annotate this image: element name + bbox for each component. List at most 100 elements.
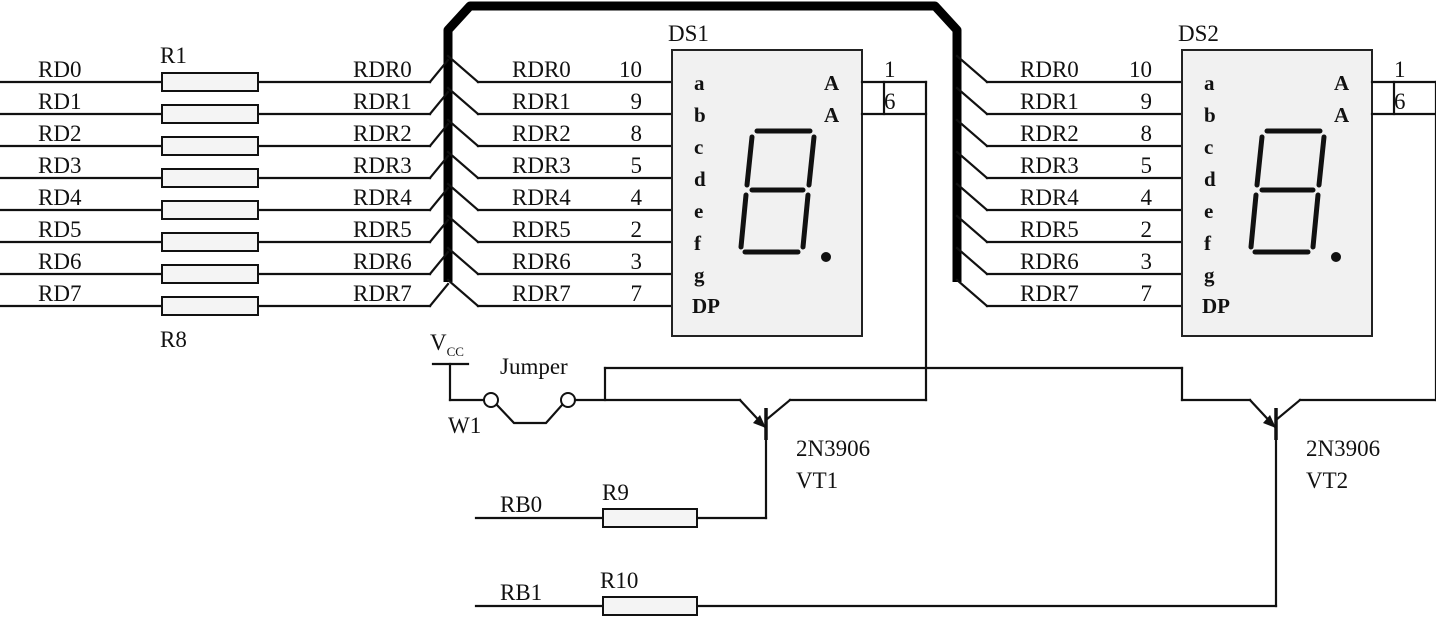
ds2-seg-label-c: c bbox=[1204, 135, 1213, 159]
display-ds1-body bbox=[671, 49, 863, 337]
ds2-pin-2: 8 bbox=[1141, 121, 1153, 146]
ds2-seg-label-a: a bbox=[1204, 71, 1215, 95]
resistor-r10 bbox=[602, 596, 698, 616]
ds1-anode-pin-1: 1 bbox=[884, 57, 896, 82]
jumper-label: Jumper bbox=[500, 354, 568, 379]
jumper-pin-1 bbox=[483, 392, 499, 408]
ds2-seg-label-f: f bbox=[1204, 231, 1212, 255]
ds2-pin-7: 7 bbox=[1141, 281, 1153, 306]
ds2-net-3: RDR3 bbox=[1020, 153, 1079, 178]
ds2-seg-label-dp: DP bbox=[1202, 294, 1230, 318]
ds2-seg-label-b: b bbox=[1204, 103, 1216, 127]
resistor-r4 bbox=[161, 168, 259, 188]
vt1-ref-label: VT1 bbox=[796, 468, 838, 493]
ds1-anode-label-2: A bbox=[824, 103, 840, 127]
resistor-r6 bbox=[161, 232, 259, 252]
net-label-rd0: RD0 bbox=[38, 57, 81, 82]
ds1-pin-7: 7 bbox=[631, 281, 643, 306]
vt1-part-number: 2N3906 bbox=[796, 436, 870, 461]
ds1-anode-label-1: A bbox=[824, 71, 840, 95]
ds2-net-7: RDR7 bbox=[1020, 281, 1079, 306]
bus-entry-label-3: RDR3 bbox=[353, 153, 412, 178]
ds2-anode-label-2: A bbox=[1334, 103, 1350, 127]
net-label-rb1: RB1 bbox=[500, 580, 542, 605]
vcc-label-sub: CC bbox=[447, 344, 464, 359]
ds2-net-1: RDR1 bbox=[1020, 89, 1079, 114]
ds1-pin-1: 9 bbox=[631, 89, 643, 114]
ds2-net-2: RDR2 bbox=[1020, 121, 1079, 146]
vt2-emitter-arrow bbox=[1263, 415, 1276, 428]
display-ds1: DS1 RDR0 RDR1 RDR2 RDR3 RDR4 RDR5 RDR6 R… bbox=[512, 21, 928, 402]
data-bus bbox=[428, 1, 1184, 308]
jumper-link bbox=[495, 403, 564, 425]
ds1-net-2: RDR2 bbox=[512, 121, 571, 146]
display-ds2-title: DS2 bbox=[1178, 21, 1219, 46]
ds1-pin-3: 5 bbox=[631, 153, 643, 178]
ds1-pin-4: 4 bbox=[631, 185, 643, 210]
display-ds1-title: DS1 bbox=[668, 21, 709, 46]
input-resistor-array: RD0 RD1 RD2 RD3 RD4 RD5 RD6 RD7 R1 R8 RD… bbox=[0, 43, 432, 352]
bus-entry-label-7: RDR7 bbox=[353, 281, 412, 306]
ds1-net-5: RDR5 bbox=[512, 217, 571, 242]
ds1-seg-label-c: c bbox=[694, 135, 703, 159]
ds1-seg-label-f: f bbox=[694, 231, 702, 255]
transistor-vt1: 2N3906 VT1 bbox=[695, 398, 928, 520]
net-label-rd7: RD7 bbox=[38, 281, 81, 306]
ds1-net-0: RDR0 bbox=[512, 57, 571, 82]
base-resistor-rb1: RB1 R10 bbox=[474, 568, 698, 616]
ds1-pin-0: 10 bbox=[619, 57, 642, 82]
ds1-net-1: RDR1 bbox=[512, 89, 571, 114]
bus-entry-label-0: RDR0 bbox=[353, 57, 412, 82]
ds2-pin-3: 5 bbox=[1141, 153, 1153, 178]
bus-entry-label-6: RDR6 bbox=[353, 249, 412, 274]
ds1-seg-label-a: a bbox=[694, 71, 705, 95]
ds1-seg-label-b: b bbox=[694, 103, 706, 127]
ds1-pin-6: 3 bbox=[631, 249, 643, 274]
net-label-rd5: RD5 bbox=[38, 217, 81, 242]
ds2-net-4: RDR4 bbox=[1020, 185, 1079, 210]
ds2-pin-5: 2 bbox=[1141, 217, 1153, 242]
ds2-net-6: RDR6 bbox=[1020, 249, 1079, 274]
ds2-anode-pin-1: 1 bbox=[1394, 57, 1406, 82]
ds2-seg-label-g: g bbox=[1204, 263, 1215, 287]
display-ds2-body bbox=[1181, 49, 1373, 337]
ds2-seg-label-d: d bbox=[1204, 167, 1216, 191]
ds2-seven-segment-digit bbox=[1248, 128, 1341, 262]
ds1-pin-5: 2 bbox=[631, 217, 643, 242]
ds1-pin-2: 8 bbox=[631, 121, 643, 146]
ds2-anode-label-1: A bbox=[1334, 71, 1350, 95]
resistor-r1 bbox=[161, 72, 259, 92]
resistor-r3 bbox=[161, 136, 259, 156]
net-label-rd3: RD3 bbox=[38, 153, 81, 178]
resistor-r7 bbox=[161, 264, 259, 284]
ds2-pin-4: 4 bbox=[1141, 185, 1153, 210]
ds1-anode-pin-6: 6 bbox=[884, 89, 896, 114]
ds2-seg-label-e: e bbox=[1204, 199, 1213, 223]
ds1-seven-segment-digit bbox=[738, 128, 831, 262]
ds2-pin-0: 10 bbox=[1129, 57, 1152, 82]
net-label-rd1: RD1 bbox=[38, 89, 81, 114]
ds2-pin-6: 3 bbox=[1141, 249, 1153, 274]
ds1-net-6: RDR6 bbox=[512, 249, 571, 274]
vt1-emitter-arrow bbox=[753, 415, 766, 428]
ds1-seg-label-g: g bbox=[694, 263, 705, 287]
bus-entry-label-1: RDR1 bbox=[353, 89, 412, 114]
resistor-r5 bbox=[161, 200, 259, 220]
ds2-anode-pin-6: 6 bbox=[1394, 89, 1406, 114]
vcc-label: VCC bbox=[430, 330, 464, 359]
ds1-net-4: RDR4 bbox=[512, 185, 571, 210]
resistor-label-r1: R1 bbox=[160, 43, 187, 68]
bus-entry-label-4: RDR4 bbox=[353, 185, 412, 210]
jumper-ref-w1: W1 bbox=[448, 413, 481, 438]
resistor-label-r8: R8 bbox=[160, 327, 187, 352]
net-label-rb0: RB0 bbox=[500, 492, 542, 517]
ds1-net-3: RDR3 bbox=[512, 153, 571, 178]
net-label-rd2: RD2 bbox=[38, 121, 81, 146]
bus-entry-label-5: RDR5 bbox=[353, 217, 412, 242]
ds1-seg-label-d: d bbox=[694, 167, 706, 191]
ds2-net-0: RDR0 bbox=[1020, 57, 1079, 82]
net-label-rd4: RD4 bbox=[38, 185, 82, 210]
vt2-ref-label: VT2 bbox=[1306, 468, 1348, 493]
base-resistor-rb0: RB0 R9 bbox=[474, 480, 698, 528]
